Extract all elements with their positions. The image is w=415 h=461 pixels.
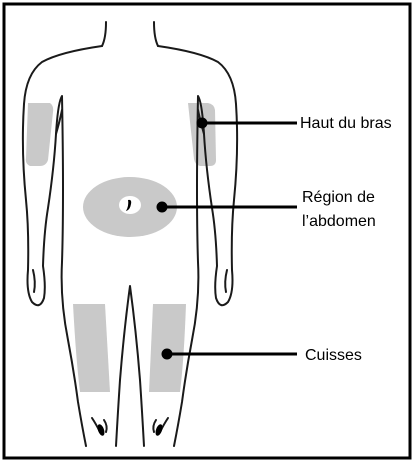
neck-right xyxy=(154,22,158,46)
label-abdomen-line2: l’abdomen xyxy=(302,213,376,230)
label-abdomen-line1: Région de xyxy=(302,189,375,206)
right-hand-detail xyxy=(225,270,227,292)
zone-left-upper-arm xyxy=(26,103,53,166)
label-upper-arm: Haut du bras xyxy=(300,115,392,132)
zone-left-thigh xyxy=(73,304,110,392)
diagram-frame xyxy=(4,4,410,458)
inner-legs-outline xyxy=(116,286,144,446)
neck-left xyxy=(102,22,106,46)
zone-right-thigh xyxy=(149,304,186,392)
right-knee-inner xyxy=(153,420,156,432)
left-knee-inner xyxy=(104,420,107,432)
left-hand-detail xyxy=(33,270,35,292)
label-thighs: Cuisses xyxy=(305,347,362,364)
